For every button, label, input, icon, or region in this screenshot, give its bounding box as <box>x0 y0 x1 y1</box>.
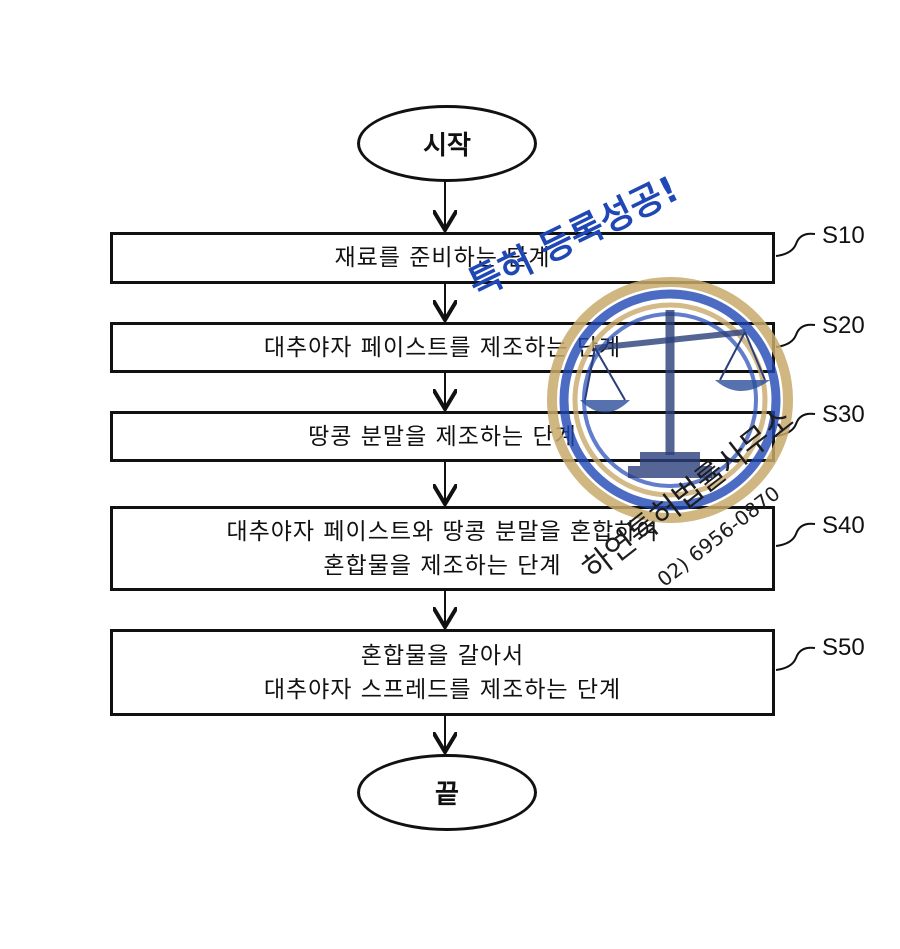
step-s10-text: 재료를 준비하는 단계 <box>334 245 551 271</box>
step-s50-text-2: 대추야자 스프레드를 제조하는 단계 <box>263 676 622 703</box>
leader-s40 <box>775 522 816 547</box>
start-terminal: 시작 <box>357 105 537 182</box>
step-s50-text-1: 혼합물을 갈아서 <box>360 642 525 669</box>
step-s50-id: S50 <box>822 634 865 661</box>
step-s10: 재료를 준비하는 단계 <box>110 232 775 284</box>
end-label: 끝 <box>435 780 459 810</box>
leader-s10 <box>775 232 816 257</box>
step-s30: 땅콩 분말을 제조하는 단계 <box>110 411 775 462</box>
step-s50: 혼합물을 갈아서 대추야자 스프레드를 제조하는 단계 <box>110 629 775 716</box>
step-s20: 대추야자 페이스트를 제조하는 단계 <box>110 322 775 373</box>
step-s20-id: S20 <box>822 312 865 339</box>
step-s40-id: S40 <box>822 512 865 539</box>
leader-s20 <box>775 323 816 348</box>
leader-s50 <box>775 646 816 671</box>
step-s30-text: 땅콩 분말을 제조하는 단계 <box>308 423 577 450</box>
scales-seal-icon <box>547 277 793 523</box>
step-s30-id: S30 <box>822 401 865 428</box>
start-label: 시작 <box>423 131 471 161</box>
end-terminal: 끝 <box>357 754 537 831</box>
step-s10-id: S10 <box>822 222 865 249</box>
step-s40-text-2: 혼합물을 제조하는 단계 <box>323 552 562 579</box>
step-s40-text-1: 대추야자 페이스트와 땅콩 분말을 혼합하여 <box>226 518 659 545</box>
